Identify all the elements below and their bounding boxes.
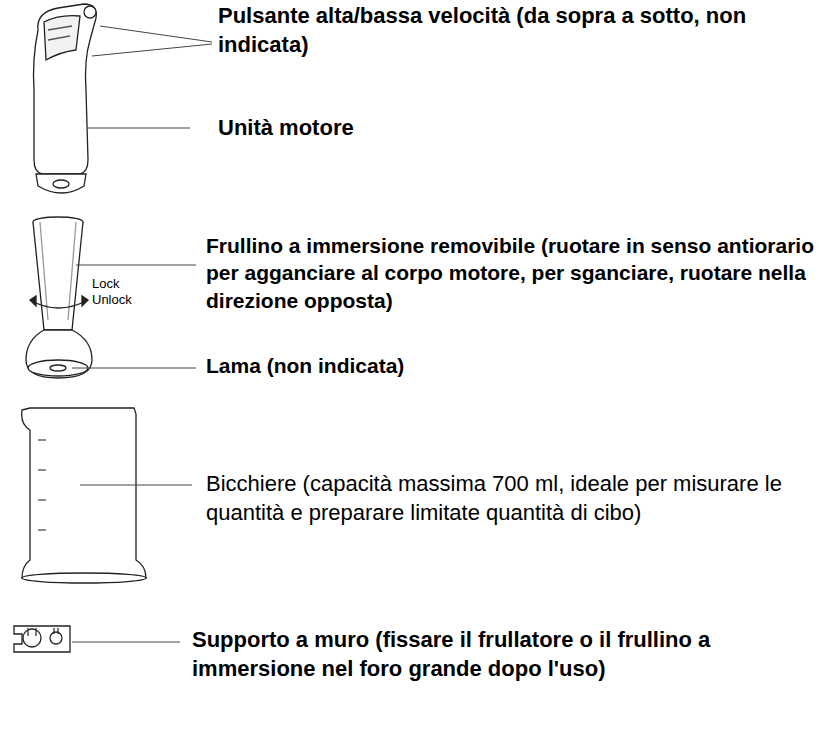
blade-guard: [26, 330, 92, 378]
leader-lines: [72, 26, 212, 642]
lock-label: Lock: [92, 276, 152, 293]
unlock-label: Unlock: [92, 292, 152, 309]
hang-loop: [84, 6, 96, 18]
part-label: Lama (non indicata): [206, 352, 806, 379]
motor-unit: [34, 4, 97, 174]
wall-holder: [14, 626, 70, 652]
part-label: Bicchiere (capacità massima 700 ml, idea…: [206, 470, 826, 527]
part-label: Frullino a immersione removibile (ruotar…: [206, 232, 828, 314]
motor-base: [36, 174, 86, 193]
part-label: Supporto a muro (fissare il frullatore o…: [192, 626, 822, 683]
rotate-arrow: [30, 300, 88, 308]
blending-shaft: [33, 222, 83, 330]
part-label: Unità motore: [218, 114, 818, 143]
beaker: [22, 408, 146, 578]
button-label: Pulsante alta/bassa velocità (da sopra a…: [218, 2, 818, 59]
blade: [50, 365, 66, 371]
